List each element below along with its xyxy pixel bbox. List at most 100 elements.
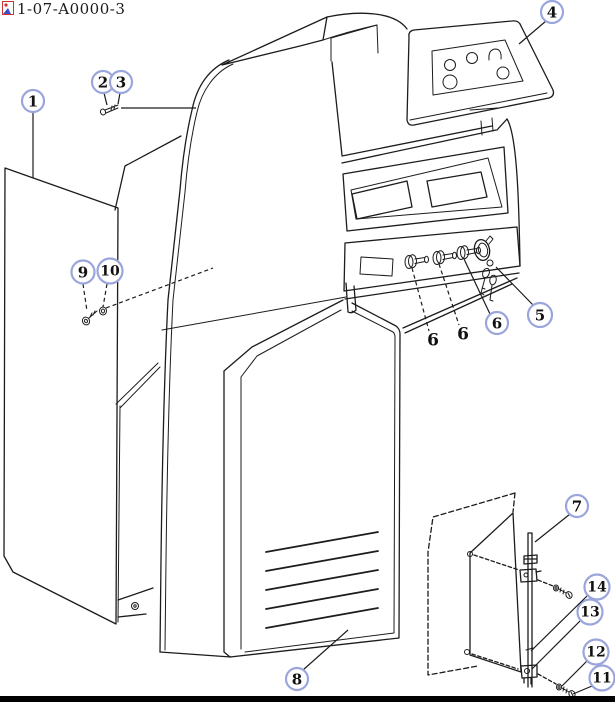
callout-8: 8 — [284, 629, 349, 692]
callout-number: 8 — [292, 671, 302, 689]
callout-circle — [284, 666, 310, 692]
side-panel-edge-thickness — [117, 405, 121, 623]
hinge-alignment-dash — [473, 554, 520, 571]
broken-image-icon — [2, 1, 14, 15]
leader-line — [534, 513, 571, 543]
callout-circle — [582, 638, 610, 666]
vent-slat — [265, 588, 379, 610]
callout-4: 4 — [518, 0, 565, 45]
leader-line — [438, 263, 460, 326]
side-panel-bottom-bracket — [117, 587, 154, 618]
leader-line — [463, 258, 491, 315]
door-hole — [467, 551, 473, 557]
callout-1: 1 — [20, 88, 46, 178]
lower-front-cover — [223, 299, 401, 658]
key-ring — [486, 259, 494, 267]
drawing-title: 1-07-A0000-3 — [2, 1, 125, 17]
callout-number: 13 — [580, 605, 599, 621]
screw-assembly-dash — [537, 673, 557, 685]
front-crease — [331, 61, 343, 156]
callout-circle — [484, 310, 510, 336]
key-blade — [480, 277, 486, 296]
door-hole — [464, 649, 470, 655]
callout-number: 5 — [535, 307, 545, 325]
callout-2: 2 — [90, 69, 116, 106]
mid-panel-cutout-right — [426, 171, 488, 208]
leader-line — [102, 283, 108, 308]
screw-assembly-dash — [537, 579, 554, 587]
base-bottom-edge — [159, 651, 232, 658]
leader-line — [117, 92, 121, 105]
display-button — [466, 52, 478, 64]
knob — [404, 254, 429, 269]
tower-left-silhouette-outer — [159, 59, 230, 653]
lower-cover-outline — [223, 299, 401, 658]
side-panel-top-notch — [114, 135, 182, 211]
side-panel-outline — [3, 167, 119, 625]
callout-9: 9 — [70, 259, 96, 312]
callout-number: 2 — [98, 74, 108, 92]
leader-line — [530, 594, 589, 652]
control-panel-window — [359, 256, 394, 277]
display-bezel — [406, 20, 555, 126]
fasteners-left — [81, 104, 119, 326]
top-deck — [341, 118, 508, 164]
top-edge — [326, 12, 408, 30]
tower-left-silhouette-inner — [164, 63, 234, 651]
vent-slat — [265, 607, 379, 629]
leader-line — [518, 20, 547, 45]
callout-number: 1 — [28, 93, 38, 111]
top-wedge — [221, 16, 328, 66]
callout-number: 6 — [427, 331, 439, 351]
callout-number: 14 — [587, 580, 607, 596]
callout-circle — [526, 301, 554, 329]
vent-slat — [265, 550, 379, 572]
callout-number: 10 — [100, 264, 120, 280]
display-button — [444, 59, 456, 71]
display-button — [442, 74, 458, 90]
side-panel — [3, 135, 182, 625]
leader-line — [531, 619, 582, 670]
vent-slat — [265, 531, 379, 553]
key-lock-with-keys — [473, 235, 497, 302]
callout-circle — [576, 598, 604, 626]
display-support — [469, 107, 499, 136]
display-bezel-bottom-edge — [409, 92, 548, 121]
bottom-border-bar — [0, 696, 615, 702]
leader-line — [103, 92, 108, 106]
mid-panel-recess — [350, 157, 503, 220]
callout-12: 12 — [561, 638, 610, 687]
leader-line — [411, 267, 430, 332]
door-open-position-outline — [427, 492, 516, 676]
screw-9 — [81, 310, 98, 326]
leader-line — [82, 283, 88, 312]
rod-top-clamp — [523, 554, 538, 565]
waist-line — [161, 296, 347, 331]
callout-6: 6 — [438, 263, 469, 345]
display-screen — [431, 39, 524, 96]
side-panel-screw — [131, 602, 139, 610]
callout-number: 6 — [457, 325, 469, 345]
body-bottom-rim — [344, 272, 520, 334]
display-panel — [406, 20, 555, 126]
callout-circle — [564, 493, 590, 519]
leader-line — [572, 685, 593, 695]
control-panel — [343, 226, 521, 302]
callout-5: 5 — [495, 266, 554, 329]
knob — [432, 250, 457, 265]
screw-14 — [558, 587, 573, 599]
lower-cover-inner — [240, 309, 396, 653]
door-panel — [469, 512, 522, 673]
callout-circle — [539, 0, 565, 25]
callout-13: 13 — [531, 598, 604, 670]
callout-number: 6 — [492, 315, 502, 333]
callout-14: 14 — [530, 573, 611, 652]
mid-panel-outline — [342, 146, 509, 232]
washer-12 — [556, 683, 562, 691]
callout-11: 11 — [572, 664, 615, 695]
callout-circle — [96, 257, 124, 285]
vent-slat — [265, 569, 379, 591]
hinge-bracket-middle — [519, 568, 542, 583]
body-right-edge — [506, 118, 521, 267]
